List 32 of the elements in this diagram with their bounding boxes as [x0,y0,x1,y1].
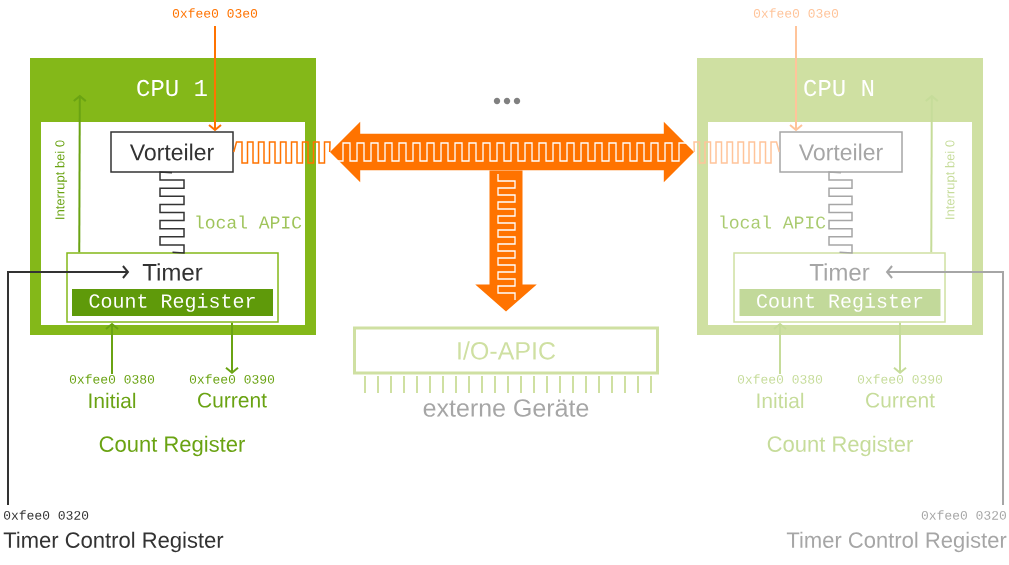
arrow [773,322,787,375]
device-label: externe Geräte [423,399,589,417]
register-bar: Count Register [72,289,273,316]
wave-line [233,141,331,164]
leader-line [7,265,130,506]
address-label: 0xfee0 03e0 [753,8,839,18]
arrow [72,94,87,254]
register-address: 0xfee0 0380 Initial [737,374,823,409]
register-bar: Count Register [739,289,941,316]
wave-line [159,171,185,254]
edge-label: Interrupt bei 0 [944,140,958,219]
arrow [924,94,939,254]
prescaler-box: Vorteiler [779,131,903,173]
wave-line [828,171,853,254]
prescaler-box: Vorteiler [110,131,234,173]
arrow [893,321,907,374]
edge-label: Interrupt bei 0 [54,140,68,219]
register-caption: 0xfee0 0320 Timer Control Register [786,510,1007,553]
register-address: 0xfee0 0390 Current [189,374,275,408]
arrow [105,322,119,375]
register-caption: 0xfee0 0320 Timer Control Register [3,510,224,553]
wave-line [693,141,780,164]
register-address: 0xfee0 0380 Initial [69,374,155,409]
arrow [208,25,222,132]
io-apic-box: I/O-APIC [353,326,659,375]
register-label: Count Register [767,435,913,457]
arrow [789,25,803,132]
arrow [225,321,239,374]
leader-line [885,265,1004,506]
address-label: 0xfee0 03e0 [172,8,258,18]
register-label: Count Register [99,435,245,457]
register-address: 0xfee0 0390 Current [857,374,943,408]
